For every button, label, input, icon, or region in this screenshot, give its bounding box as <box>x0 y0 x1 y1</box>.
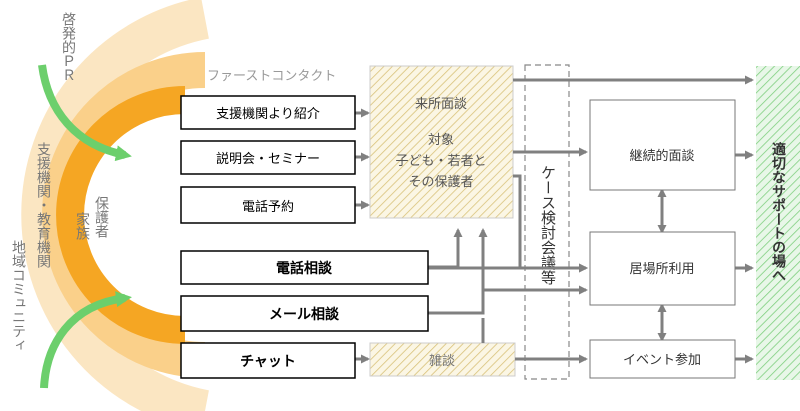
visit-box <box>369 65 514 219</box>
referral-label: 支援機関より紹介 <box>216 107 320 122</box>
outreach-label: 啓発的ＰＲ <box>60 12 76 82</box>
chat-box <box>180 342 356 379</box>
phone-consult-label: 電話相談 <box>276 260 333 277</box>
briefing-label: 説明会・セミナー <box>216 151 320 167</box>
continuing-box <box>589 99 736 191</box>
referral-box <box>180 95 356 130</box>
family-label: 家族 <box>74 211 90 241</box>
phone-consult-box <box>180 250 429 285</box>
audience-arcs <box>21 0 210 411</box>
guardian-label: 保護者 <box>93 196 109 238</box>
chat-label: チャット <box>240 354 296 370</box>
right-boxes: 継続的面談 居場所利用 イベント参加 <box>589 99 736 379</box>
briefing-box <box>180 140 356 175</box>
case-meeting-box <box>524 64 570 380</box>
ibasho-box <box>589 231 736 306</box>
ibasho-label: 居場所利用 <box>629 262 694 277</box>
visit-target-line1: 対象 <box>428 133 454 148</box>
phone-reservation-label: 電話予約 <box>242 199 294 215</box>
support-org-label: 支援機関・教育機関 <box>35 142 51 269</box>
destination-label: 適切なサポートの場へ <box>770 141 786 282</box>
phone-reservation-box <box>180 186 356 224</box>
green-arrow-bottom <box>40 291 132 389</box>
first-contact-label: ファーストコンタクト <box>207 69 336 84</box>
contact-boxes: 支援機関より紹介 説明会・セミナー 電話予約 電話相談 メール相談 チャット <box>180 95 429 379</box>
continuing-label: 継続的面談 <box>629 148 694 164</box>
visit-target-line3: その保護者 <box>408 174 473 190</box>
chat-talk-label: 雑談 <box>429 353 455 369</box>
event-label: イベント参加 <box>623 352 701 368</box>
flow-arrows <box>355 75 754 364</box>
chat-talk-box <box>369 342 516 377</box>
mail-consult-box <box>180 295 429 332</box>
visit-title: 来所面談 <box>415 96 467 112</box>
case-meeting-label: ケース検討会議等 <box>539 165 557 285</box>
mail-consult-label: メール相談 <box>269 306 340 323</box>
event-box <box>589 339 736 379</box>
green-arrow-top <box>38 64 132 162</box>
destination-box <box>756 66 800 380</box>
inner-arc <box>56 86 186 344</box>
visit-target-line2: 子ども・若者と <box>395 153 486 169</box>
community-label: 地域コミュニティ <box>10 240 26 352</box>
